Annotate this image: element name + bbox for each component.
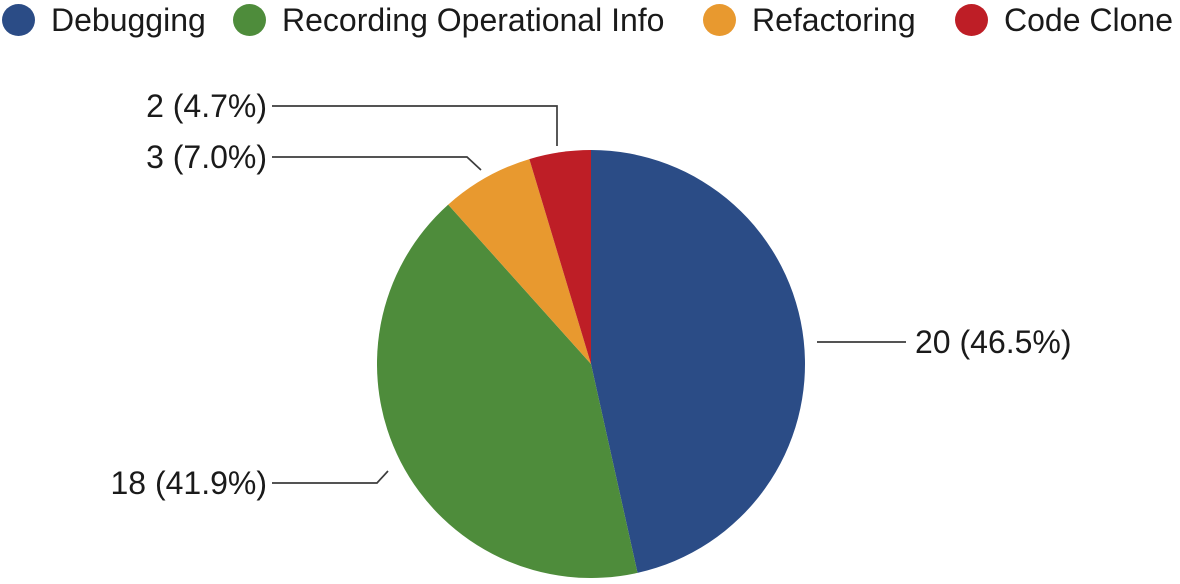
pie-slice-recording-operational-info	[377, 204, 638, 578]
pie-slice-debugging	[591, 150, 805, 573]
legend-label-recording-operational-info: Recording Operational Info	[282, 2, 665, 38]
slice-value-label-recording-operational-info: 18 (41.9%)	[110, 465, 267, 501]
legend-swatch-recording-operational-info-icon	[233, 4, 266, 36]
pie-chart	[377, 150, 805, 578]
legend-item-refactoring: Refactoring	[703, 0, 916, 40]
slice-value-label-debugging: 20 (46.5%)	[915, 324, 1072, 360]
slice-value-label-code-clone: 2 (4.7%)	[146, 88, 267, 124]
legend-swatch-refactoring-icon	[703, 4, 736, 36]
legend-item-recording-operational-info: Recording Operational Info	[233, 0, 664, 40]
legend-item-debugging: Debugging	[2, 0, 206, 40]
leader-line-code-clone	[272, 105, 558, 146]
legend-label-refactoring: Refactoring	[752, 2, 916, 38]
legend-swatch-code-clone-icon	[955, 4, 988, 36]
leader-line-recording-operational-info	[272, 470, 389, 484]
legend-item-code-clone: Code Clone	[955, 0, 1173, 40]
slice-value-label-refactoring: 3 (7.0%)	[146, 139, 267, 175]
legend-label-code-clone: Code Clone	[1004, 2, 1173, 38]
legend-label-debugging: Debugging	[51, 2, 206, 38]
pie-slice-code-clone	[529, 150, 591, 364]
legend-swatch-debugging-icon	[2, 4, 35, 36]
pie-slice-refactoring	[448, 159, 591, 364]
